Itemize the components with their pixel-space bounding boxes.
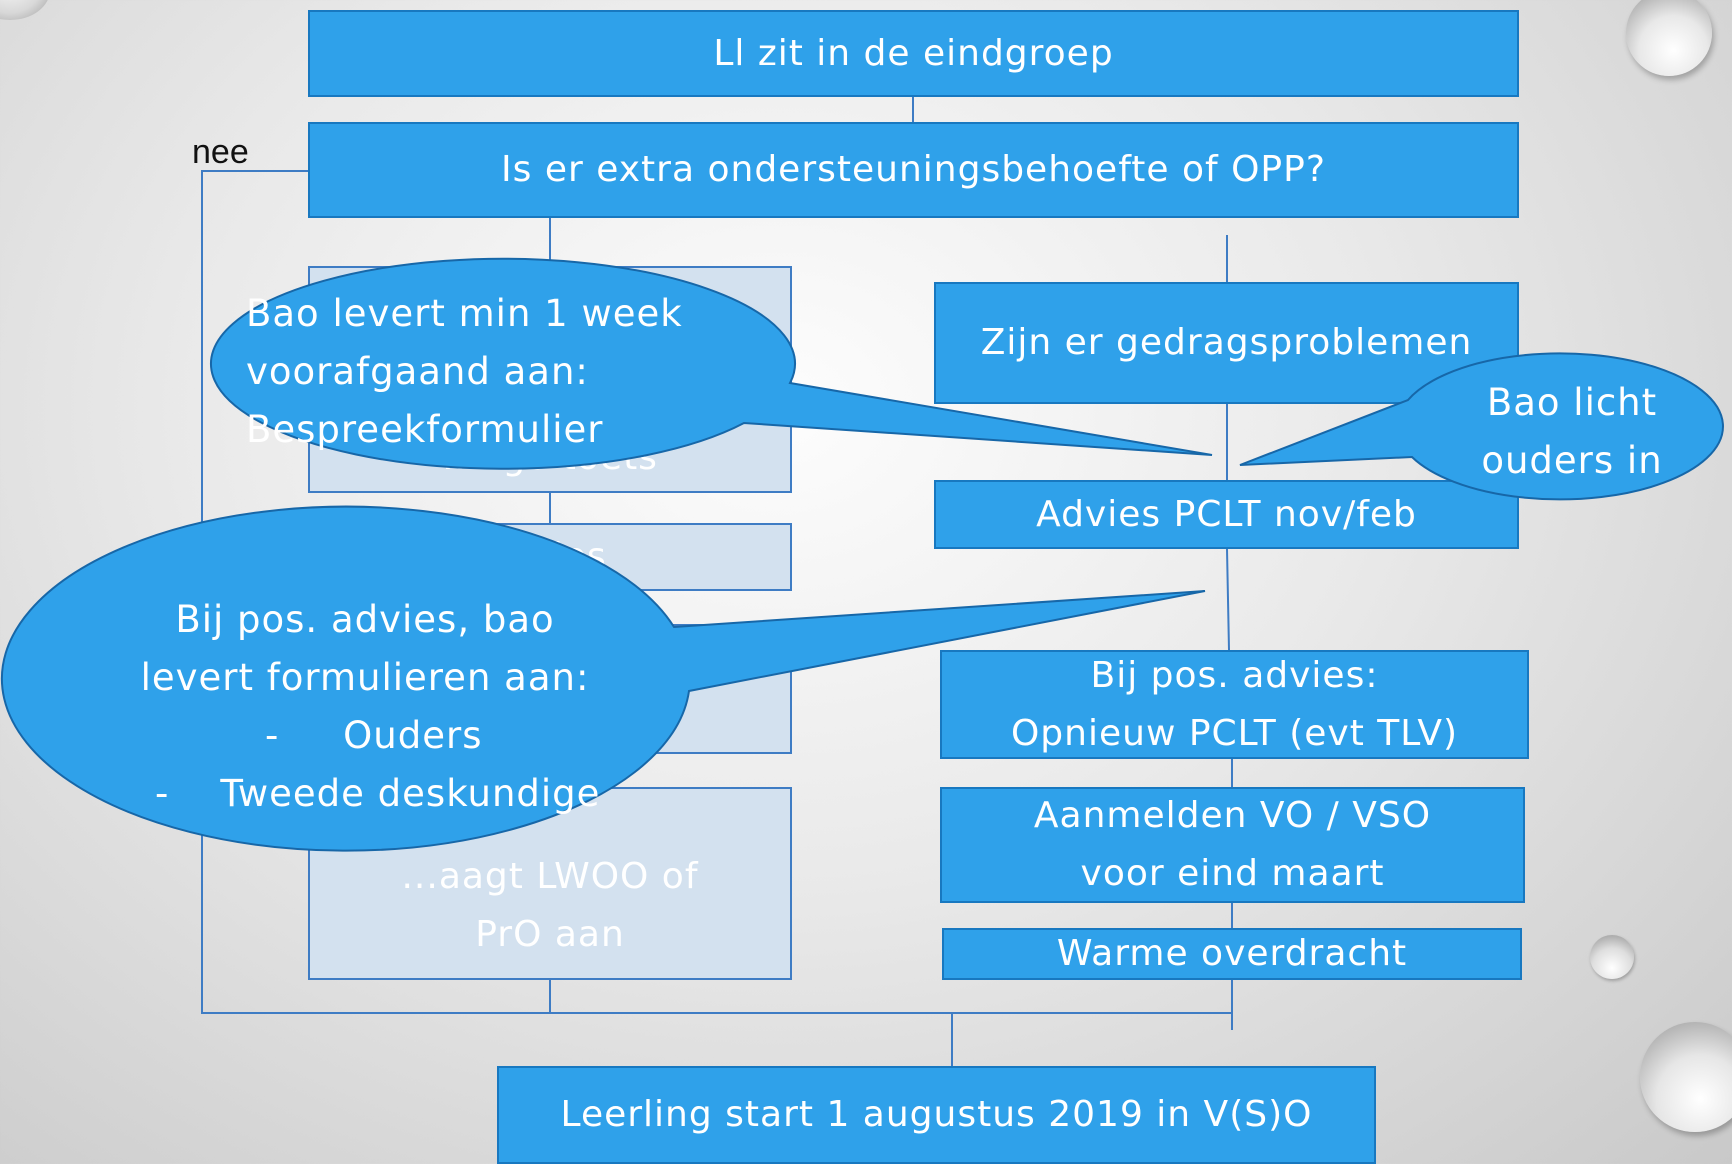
callout-formulieren-line: - Ouders bbox=[265, 714, 483, 757]
callout-ouders-in: Bao licht ouders in bbox=[1474, 374, 1670, 490]
node-ondersteuning: Is er extra ondersteuningsbehoefte of OP… bbox=[308, 122, 1519, 218]
node-pos-advies-line-1: Bij pos. advies: bbox=[1090, 654, 1379, 696]
node-aanmelden: Aanmelden VO / VSO voor eind maart bbox=[940, 787, 1525, 903]
edge-label-nee: nee bbox=[192, 133, 249, 171]
node-eindgroep: Ll zit in de eindgroep bbox=[308, 10, 1519, 97]
water-drop-decoration bbox=[1640, 1022, 1732, 1132]
callout-ouders-in-shape bbox=[1239, 352, 1724, 501]
water-drop-decoration bbox=[1626, 0, 1712, 76]
callout-formulieren: Bij pos. advies, bao levert formulieren … bbox=[140, 591, 601, 823]
node-start: Leerling start 1 augustus 2019 in V(S)O bbox=[497, 1066, 1376, 1164]
water-drop-decoration bbox=[1590, 935, 1634, 979]
node-aanmelden-line-1: Aanmelden VO / VSO bbox=[1033, 795, 1432, 836]
callout-formulieren-line: Bij pos. advies, bao bbox=[175, 598, 555, 641]
callout-formulieren-line: levert formulieren aan: bbox=[140, 656, 590, 699]
node-overdracht: Warme overdracht bbox=[942, 928, 1522, 980]
connector-advies-pos bbox=[1226, 548, 1230, 651]
callout-ouders-in-line: Bao licht bbox=[1486, 381, 1658, 424]
node-pos-advies-line-2: Opnieuw PCLT (evt TLV) bbox=[1010, 712, 1459, 754]
callout-bespreek: Bao levert min 1 week voorafgaand aan: B… bbox=[246, 285, 683, 459]
node-aanmelden-line-2: voor eind maart bbox=[1080, 853, 1385, 894]
callout-bespreek-line: voorafgaand aan: bbox=[246, 350, 589, 393]
node-left-box-4-line-1: ...aagt LWOO of bbox=[401, 856, 699, 897]
callout-bespreek-line: Bao levert min 1 week bbox=[246, 292, 683, 335]
callout-formulieren-line: - Tweede deskundige bbox=[155, 772, 601, 815]
callout-bespreek-shape bbox=[210, 257, 1213, 470]
node-pos-advies: Bij pos. advies: Opnieuw PCLT (evt TLV) bbox=[940, 650, 1529, 759]
callout-bespreek-line: Bespreekformulier bbox=[246, 408, 604, 451]
node-left-box-4-line-2: PrO aan bbox=[475, 914, 625, 955]
callout-ouders-in-line: ouders in bbox=[1481, 439, 1663, 482]
node-advies: Advies PCLT nov/feb bbox=[934, 480, 1519, 549]
node-gedrag: Zijn er gedragsproblemen bbox=[934, 282, 1519, 404]
callout-formulieren-shape bbox=[0, 505, 1206, 852]
